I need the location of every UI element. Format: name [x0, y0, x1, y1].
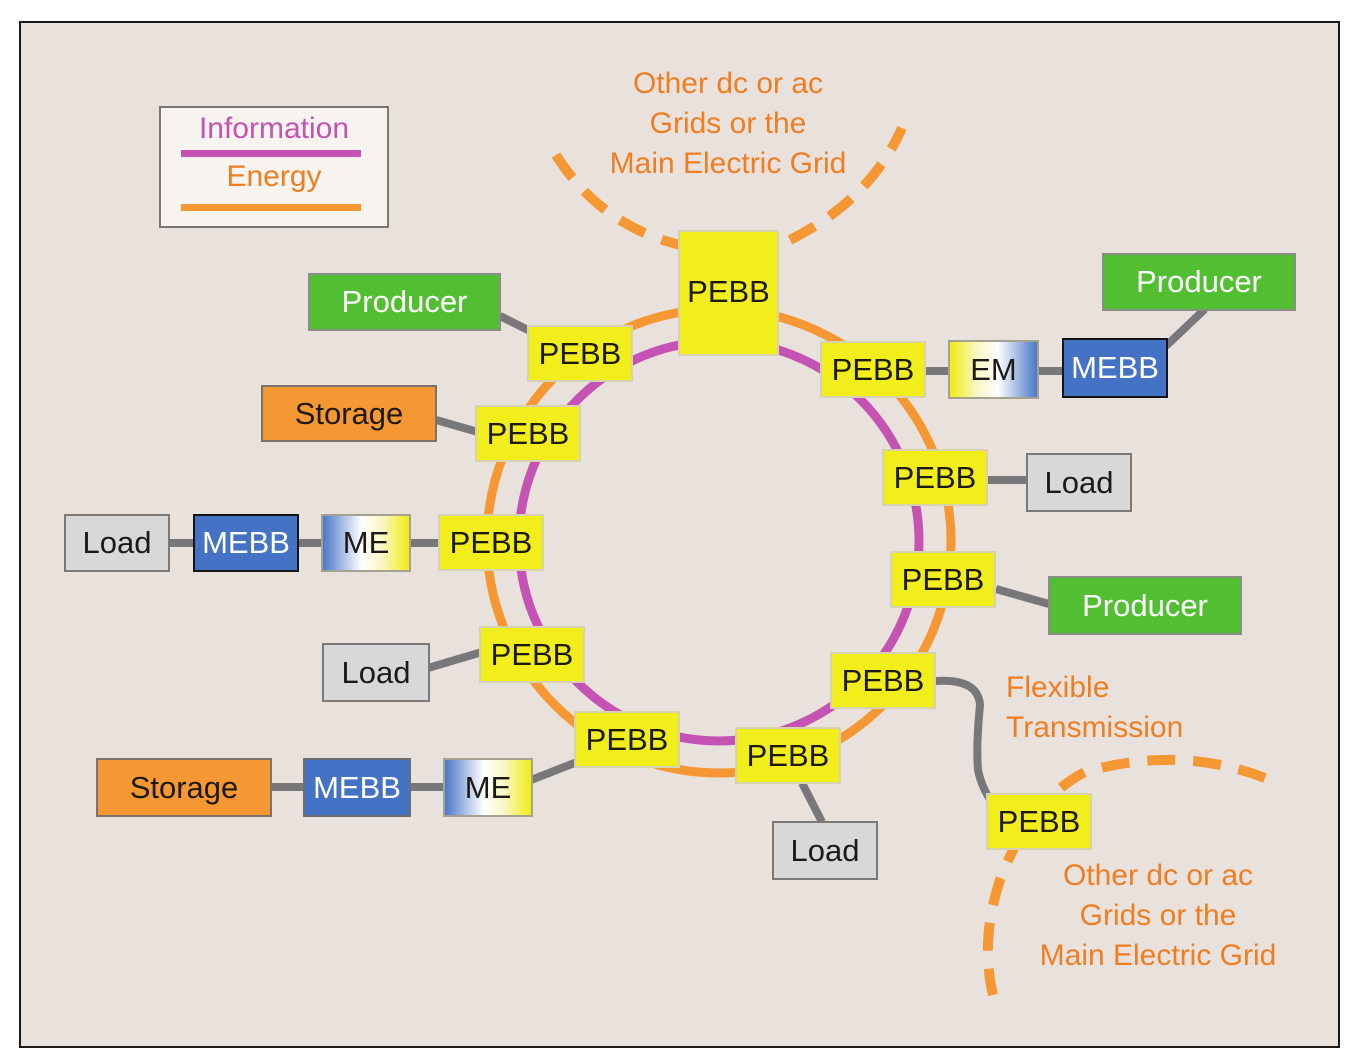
pebb-upper-right[interactable]: PEBB [820, 341, 926, 398]
connector-me-pebb-bottom [529, 758, 579, 784]
producer-top-right[interactable]: Producer [1102, 253, 1296, 311]
top-grid-label-line-1: Other dc or ac [632, 67, 824, 100]
bottom-grid-label-line-2: Grids or the [1079, 899, 1237, 932]
pebb-upper-left[interactable]: PEBB [527, 325, 633, 382]
storage-bottom-left[interactable]: Storage [96, 758, 272, 817]
legend-information-line [181, 150, 361, 157]
top-grid-label: Other dc or ac Grids or the Main Electri… [588, 64, 868, 184]
connector-producer-pebb [498, 312, 532, 335]
storage-upper-left[interactable]: Storage [261, 385, 437, 442]
legend: Information Energy [159, 106, 389, 228]
flexible-transmission-line-1: Flexible [1006, 671, 1110, 704]
me-left[interactable]: ME [321, 514, 411, 572]
top-grid-label-line-2: Grids or the [649, 107, 807, 140]
top-grid-boundary [551, 125, 907, 250]
producer-right[interactable]: Producer [1048, 576, 1242, 635]
mebb-upper-right[interactable]: MEBB [1062, 338, 1168, 398]
pebb-top[interactable]: PEBB [678, 230, 779, 356]
legend-energy-label: Energy [226, 160, 322, 193]
mebb-left[interactable]: MEBB [193, 514, 299, 572]
pebb-left-1[interactable]: PEBB [475, 405, 581, 462]
flexible-transmission-label: Flexible Transmission [1006, 668, 1183, 748]
connector-pebb-producer-right [994, 585, 1051, 608]
legend-energy-line [181, 204, 361, 211]
bottom-grid-label-line-1: Other dc or ac [1062, 859, 1254, 892]
load-right[interactable]: Load [1026, 453, 1132, 512]
load-bottom[interactable]: Load [772, 821, 878, 880]
flexible-transmission-line-2: Transmission [1006, 711, 1184, 744]
bottom-grid-label: Other dc or ac Grids or the Main Electri… [1018, 856, 1298, 976]
connector-load-pebb [426, 648, 484, 672]
pebb-lower-right[interactable]: PEBB [830, 652, 936, 709]
pebb-flexible[interactable]: PEBB [986, 793, 1092, 850]
pebb-right-1[interactable]: PEBB [882, 449, 988, 506]
producer-upper-left[interactable]: Producer [308, 273, 501, 331]
pebb-bottom[interactable]: PEBB [735, 727, 841, 784]
legend-information-label: Information [198, 112, 350, 145]
connector-mebb-producer [1163, 306, 1208, 349]
pebb-left-2[interactable]: PEBB [438, 514, 544, 571]
pebb-bottom-left[interactable]: PEBB [574, 711, 680, 768]
top-grid-label-line-3: Main Electric Grid [609, 147, 847, 180]
pebb-right-2[interactable]: PEBB [890, 551, 996, 608]
mebb-bottom-left[interactable]: MEBB [303, 758, 411, 817]
connector-storage-pebb [434, 416, 480, 436]
load-lower-left[interactable]: Load [322, 643, 430, 702]
pebb-lower-left[interactable]: PEBB [479, 626, 585, 683]
load-left[interactable]: Load [64, 514, 170, 572]
bottom-grid-label-line-3: Main Electric Grid [1039, 939, 1277, 972]
connector-pebb-load-bottom [798, 781, 826, 824]
em-upper-right[interactable]: EM [948, 340, 1039, 399]
me-bottom-left[interactable]: ME [443, 758, 533, 817]
flexible-transmission-line [934, 676, 1000, 811]
